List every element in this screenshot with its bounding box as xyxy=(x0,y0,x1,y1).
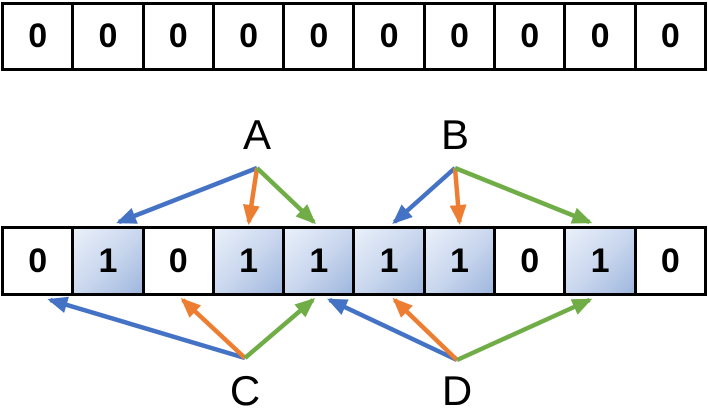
hash-arrow-b-to-cell-8 xyxy=(454,165,593,225)
bottom-bit-cell-5: 1 xyxy=(352,229,423,293)
pointer-label-c: C xyxy=(229,367,261,412)
top-bit-cell-4: 0 xyxy=(282,5,353,68)
hash-arrow-a-to-cell-1 xyxy=(116,165,258,225)
top-bit-cell-0: 0 xyxy=(4,5,72,68)
top-bit-cell-3: 0 xyxy=(211,5,283,68)
bottom-bit-cell-3: 1 xyxy=(211,229,283,293)
bottom-bit-cell-4: 1 xyxy=(282,229,353,293)
pointer-label-b: B xyxy=(440,111,470,158)
pointer-label-a: A xyxy=(242,111,272,158)
bottom-bit-cell-2: 0 xyxy=(141,229,212,293)
top-bit-cell-7: 0 xyxy=(493,5,564,68)
hash-arrow-c-to-cell-4 xyxy=(243,298,316,360)
hash-arrow-d-to-cell-5 xyxy=(392,297,459,362)
hash-arrow-c-to-cell-0 xyxy=(47,296,246,361)
hash-arrow-d-to-cell-4 xyxy=(327,297,458,363)
top-bit-cell-1: 0 xyxy=(71,5,142,68)
top-bit-cell-8: 0 xyxy=(563,5,634,68)
hash-arrow-c-to-cell-2 xyxy=(180,297,247,360)
pointer-label-d: D xyxy=(441,367,473,412)
hash-arrow-b-to-cell-5 xyxy=(392,166,457,224)
bottom-bit-cell-9: 0 xyxy=(633,229,704,293)
top-bit-cell-9: 0 xyxy=(633,5,704,68)
bottom-bit-cell-1: 1 xyxy=(71,229,142,293)
hash-arrow-d-to-cell-8 xyxy=(456,297,593,363)
bottom-bit-cell-0: 0 xyxy=(4,229,72,293)
hash-arrow-a-to-cell-4 xyxy=(255,166,316,225)
hash-arrow-a-to-cell-3 xyxy=(242,167,260,225)
hash-arrow-b-to-cell-6 xyxy=(449,167,467,225)
top-bit-cell-5: 0 xyxy=(352,5,423,68)
bottom-bit-cell-8: 1 xyxy=(563,229,634,293)
top-bit-cell-6: 0 xyxy=(422,5,494,68)
top-bit-cell-2: 0 xyxy=(141,5,212,68)
bottom-bit-cell-7: 0 xyxy=(493,229,564,293)
bottom-bit-cell-6: 1 xyxy=(422,229,494,293)
